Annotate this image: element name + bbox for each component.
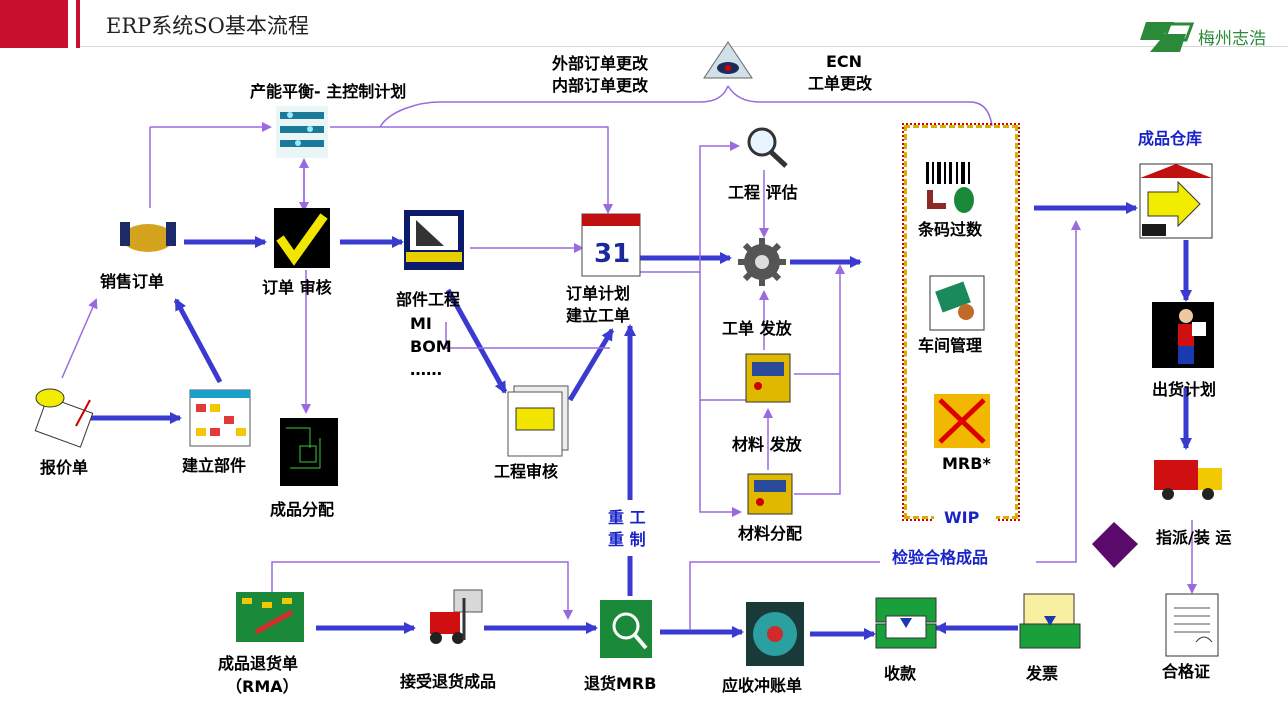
capacity-icon	[276, 106, 328, 158]
shipping-person-icon	[1152, 302, 1214, 368]
label-quote: 报价单	[40, 458, 89, 477]
label-workshop-management: 车间管理	[918, 336, 983, 355]
handshake-icon	[118, 208, 178, 260]
ar-disc-icon	[746, 602, 804, 666]
workshop-icon	[929, 275, 985, 331]
header-red-block	[0, 0, 68, 48]
magnifier-icon	[747, 127, 788, 168]
brand-logo	[1140, 22, 1195, 52]
label-part-engineering: 部件工程	[396, 290, 461, 309]
diamond-icon	[1092, 522, 1138, 568]
create-part-grid-icon	[189, 389, 251, 447]
label-work-order-release: 工单 发放	[722, 319, 792, 338]
label-invoice: 发票	[1026, 664, 1059, 683]
arrow-createpart-to-sales	[173, 298, 223, 384]
label-order-plan: 订单计划	[566, 284, 631, 303]
certificate-icon	[1165, 593, 1219, 657]
fg-store-label-box	[1128, 122, 1240, 154]
header-red-divider	[76, 0, 80, 48]
rma-board-icon	[236, 592, 304, 642]
label-remake: 重 制	[608, 530, 646, 549]
warehouse-icon	[1139, 163, 1213, 239]
label-shipping-plan: 出货计划	[1152, 380, 1217, 399]
label-rework: 重 工	[608, 508, 646, 527]
label-finished-goods-store: 成品仓库	[1138, 129, 1203, 148]
checkmark-icon	[274, 208, 330, 268]
header-rule	[80, 46, 1288, 47]
label-accept-returned-goods: 接受退货成品	[400, 672, 497, 691]
barcode-icon	[926, 162, 974, 213]
label-engineering-evaluation: 工程 评估	[728, 183, 798, 202]
label-internal-order-change: 内部订单更改	[552, 76, 649, 95]
arrow-review-to-plan	[567, 328, 615, 402]
receipt-money-icon	[875, 597, 937, 649]
label-material-release: 材料 发放	[732, 435, 802, 454]
calendar-number: 31	[594, 239, 630, 269]
label-order-review: 订单 审核	[262, 278, 332, 297]
label-certificate: 合格证	[1162, 662, 1211, 681]
label-wip: WIP	[944, 508, 980, 527]
label-finished-goods-allocation: 成品分配	[270, 500, 335, 519]
label-engineering-review: 工程审核	[494, 462, 559, 481]
wip-label-box	[934, 502, 996, 530]
label-rma: （RMA）	[226, 677, 299, 696]
label-mi: MI	[410, 314, 432, 333]
calendar-icon: 31	[581, 213, 641, 277]
quote-note-icon	[34, 388, 94, 448]
label-return-mrb: 退货MRB	[584, 674, 657, 693]
label-material-allocation: 材料分配	[738, 524, 803, 543]
engineering-review-icon	[507, 385, 569, 457]
label-ecn: ECN	[826, 52, 863, 71]
mrb-cross-icon	[934, 394, 990, 448]
material-machine-icon	[747, 473, 793, 515]
arrow-part-to-review	[445, 288, 508, 394]
label-bom: BOM	[410, 337, 452, 356]
return-mrb-icon	[600, 600, 652, 658]
label-external-order-change: 外部订单更改	[552, 54, 649, 73]
truck-icon	[1154, 460, 1222, 500]
label-create-part: 建立部件	[182, 456, 247, 475]
label-work-order-change: 工单更改	[808, 74, 873, 93]
part-engineering-icon	[404, 210, 464, 270]
label-capacity-planning: 产能平衡- 主控制计划	[250, 82, 407, 101]
label-rma-slip: 成品退货单	[218, 654, 299, 673]
label-sales-order: 销售订单	[100, 272, 165, 291]
gear-icon	[738, 238, 786, 286]
rework-label-box	[596, 500, 670, 556]
circuit-board-icon	[280, 418, 338, 486]
label-mrb-star: MRB*	[942, 454, 991, 473]
work-order-machine-icon	[745, 353, 791, 403]
label-receipt: 收款	[884, 664, 917, 683]
label-ar-offset: 应收冲账单	[722, 676, 803, 695]
forklift-icon	[430, 589, 483, 644]
brand-name: 梅州志浩	[1198, 29, 1266, 49]
qc-label-box	[880, 542, 1036, 572]
page-title: ERP系统SO基本流程	[106, 14, 309, 38]
label-ellipsis: ……	[410, 360, 442, 379]
ecn-eye-icon	[703, 41, 753, 79]
label-create-work-order: 建立工单	[566, 306, 631, 325]
label-dispatch-ship: 指派/装 运	[1156, 528, 1232, 547]
label-qc-passed-goods: 检验合格成品	[892, 548, 989, 567]
label-barcode-count: 条码过数	[918, 220, 983, 239]
invoice-money-icon	[1019, 593, 1081, 649]
